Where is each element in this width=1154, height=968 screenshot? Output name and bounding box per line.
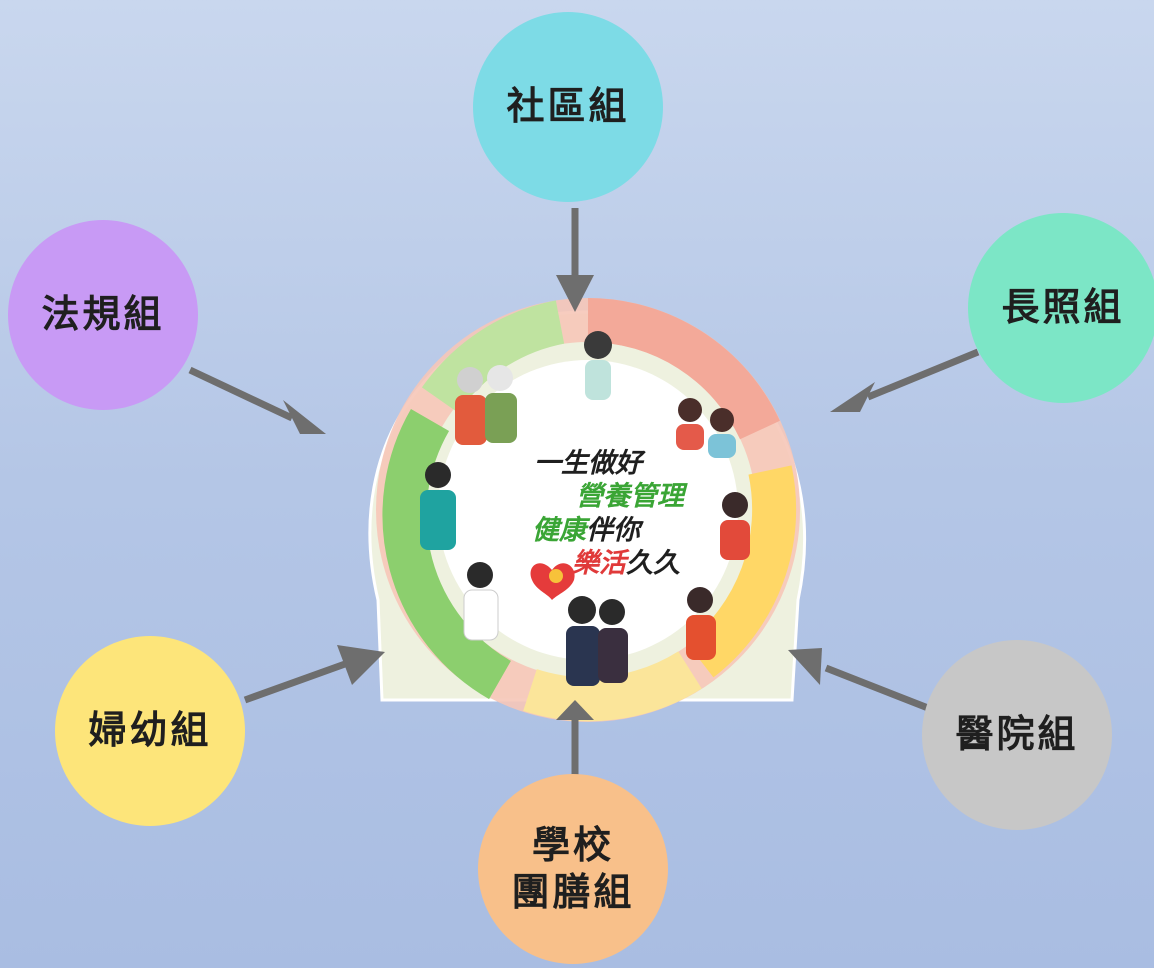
arrow-hospital <box>788 648 930 712</box>
arrow-school <box>556 700 594 780</box>
slogan-line1: 一生做好 <box>534 448 646 479</box>
slogan-line3: 健康伴你 <box>532 515 644 546</box>
node-community: 社區組 <box>473 12 663 202</box>
arrow-law <box>188 366 326 434</box>
arrow-care <box>830 348 980 412</box>
node-care: 長照組 <box>968 213 1154 403</box>
arrow-women <box>243 645 385 704</box>
center-badge: 一生做好 營養管理 健康伴你 樂活久久 <box>368 298 807 722</box>
slogan-line3-dark: 伴你 <box>586 515 644 546</box>
ring-yellow <box>686 465 797 678</box>
arrows <box>188 208 980 780</box>
arrow-community <box>556 208 594 312</box>
slogan-line4-dark: 久久 <box>626 548 680 579</box>
node-law: 法規組 <box>8 220 198 410</box>
slogan-line4: 樂活久久 <box>572 548 680 579</box>
slogan-line2: 營養管理 <box>576 481 688 512</box>
family-illustrations <box>420 331 750 686</box>
slogan-line4-red: 樂活 <box>572 548 630 579</box>
node-school-catering: 學校 團膳組 <box>478 774 668 964</box>
slogan-line3-green: 健康 <box>532 515 591 546</box>
node-hospital: 醫院組 <box>922 640 1112 830</box>
ring-pink <box>587 298 780 440</box>
node-women-children: 婦幼組 <box>55 636 245 826</box>
heart-logo-icon <box>530 563 575 600</box>
ring-lightgreen <box>421 300 565 413</box>
ring-green <box>382 408 512 700</box>
ring-lightyellow <box>523 651 702 722</box>
